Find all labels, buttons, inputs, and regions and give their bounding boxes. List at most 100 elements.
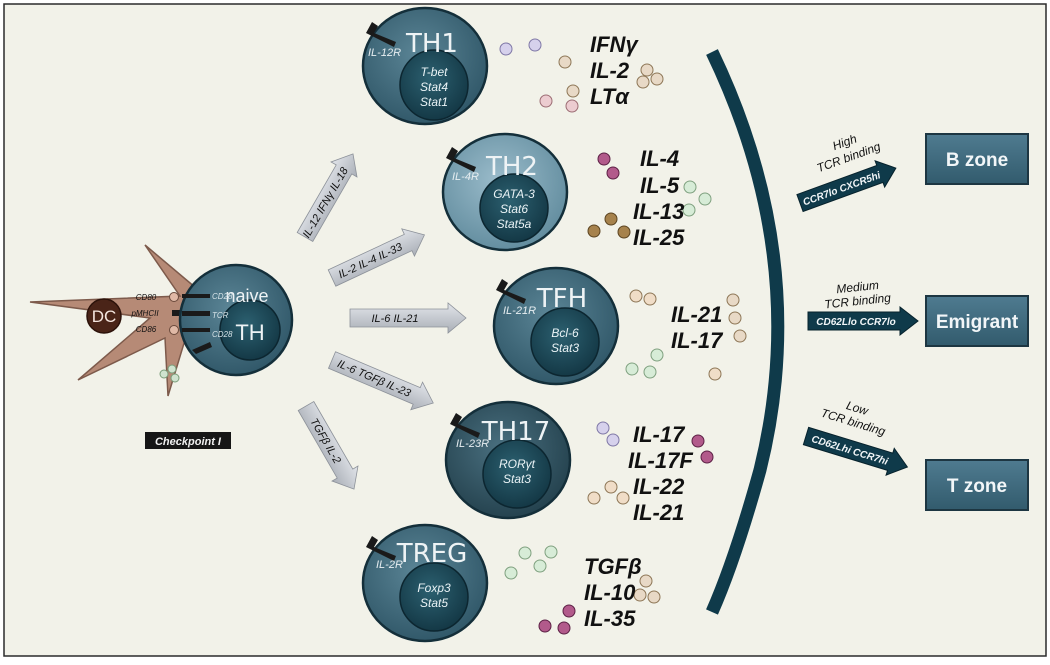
- th17-factor-2: Stat3: [503, 472, 531, 486]
- cell-th1: TH1 T-bet Stat4 Stat1 IL-12R: [361, 6, 489, 126]
- fate-t-arrow: [802, 426, 909, 476]
- cytokine-th2-3: IL-13: [633, 199, 684, 224]
- signal-arrow-shape: [349, 302, 467, 334]
- cytokines-th1: IFNγ IL-2 LTα: [590, 32, 639, 109]
- signal-label-tfh: IL-6 IL-21: [371, 313, 418, 325]
- cell-th2: TH2 GATA-3 Stat6 Stat5a IL-4R: [441, 132, 569, 252]
- fate-t-zone: Low TCR binding CD62Lhi CCR7hi T zone: [802, 398, 1029, 511]
- il2r-receptor-icon: [366, 536, 396, 561]
- signal-arrow-shape: [296, 153, 358, 243]
- dc-nucleus: [86, 298, 122, 334]
- il4r-receptor-icon: [446, 147, 476, 172]
- dc-cytokine-dot: [167, 364, 177, 374]
- zone-label-emigrant: Emigrant: [936, 312, 1019, 333]
- tcr-receptor: [182, 311, 210, 316]
- th17-factor-1: RORγt: [499, 457, 536, 471]
- th1-receptor: IL-12R: [368, 47, 401, 59]
- tfh-factor-2: Stat3: [551, 341, 579, 355]
- il21r-receptor-icon: [496, 279, 526, 304]
- th1-title: TH1: [405, 29, 458, 59]
- treg-receptor: IL-2R: [376, 559, 403, 571]
- cd28-receptor: [182, 294, 210, 298]
- cytokine-th1-3: LTα: [590, 84, 630, 109]
- treg-title: TREG: [396, 539, 468, 569]
- signal-arrow-shape: [327, 351, 434, 411]
- cd86-ligand: [169, 325, 179, 335]
- cytokine-th17-2: IL-17F: [628, 448, 693, 473]
- cytokines-th17: IL-17 IL-17F IL-22 IL-21: [628, 422, 693, 525]
- cytokine-th2-2: IL-5: [640, 173, 680, 198]
- cytokine-dots: [499, 38, 747, 635]
- dc-marker-pmhcii: pMHCII: [130, 309, 159, 318]
- dc-label: DC: [92, 307, 117, 326]
- treg-factor-2: Stat5: [420, 596, 448, 610]
- th2-receptor: IL-4R: [452, 171, 479, 183]
- naive-title-bottom: TH: [235, 320, 264, 345]
- cytokine-receptor-icon: [192, 342, 212, 354]
- th1-factor-1: T-bet: [421, 65, 449, 79]
- naive-receptor-cd28-bottom: CD28: [212, 330, 233, 339]
- naive-title-top: naive: [225, 286, 268, 306]
- checkpoint-label: Checkpoint I: [155, 436, 222, 448]
- zone-box-b: [925, 133, 1029, 185]
- th1-factor-2: Stat4: [420, 80, 448, 94]
- cytokine-treg-2: IL-10: [584, 580, 636, 605]
- cell-tfh: TFH Bcl-6 Stat3 IL-21R: [492, 266, 620, 386]
- fate-emigrant-arrow: [807, 305, 919, 337]
- cytokine-th1-1: IFNγ: [590, 32, 639, 57]
- signal-arrow-tfh: IL-6 IL-21: [349, 302, 467, 334]
- cytokines-tfh: IL-21 IL-17: [671, 302, 724, 353]
- th2-title: TH2: [485, 152, 538, 182]
- il12r-receptor-icon: [366, 22, 396, 47]
- cell-treg: TREG Foxp3 Stat5 IL-2R: [361, 523, 489, 643]
- zone-box-emigrant: [925, 295, 1029, 347]
- naive-receptors: [182, 294, 212, 354]
- fate-b-arrow: [796, 159, 897, 213]
- dc-marker-cd80: CD80: [136, 293, 157, 302]
- zone-box-t: [925, 459, 1029, 511]
- dendritic-cell: DC CD80 pMHCII CD86: [29, 244, 197, 397]
- naive-receptor-cd28-top: CD28: [212, 292, 233, 301]
- il23r-receptor-icon: [450, 413, 480, 438]
- dc-marker-cd86: CD86: [136, 325, 157, 334]
- signal-arrow-shape: [297, 400, 359, 490]
- fate-emigrant-binding-2: TCR binding: [824, 291, 892, 312]
- cytokine-th17-3: IL-22: [633, 474, 685, 499]
- cytokines-treg: TGFβ IL-10 IL-35: [584, 554, 642, 631]
- fate-emigrant-binding-1: Medium: [836, 278, 880, 296]
- naive-receptor-tcr: TCR: [212, 311, 229, 320]
- tfh-nucleus: [530, 307, 600, 377]
- cytokine-treg-1: TGFβ: [584, 554, 642, 579]
- cd28-receptor: [182, 328, 210, 332]
- pmhc-ligand: [172, 310, 180, 316]
- th2-factor-1: GATA-3: [493, 187, 535, 201]
- th2-factor-2: Stat6: [500, 202, 528, 216]
- cytokines-th2: IL-4 IL-5 IL-13 IL-25: [633, 146, 685, 250]
- th17-title: TH17: [481, 417, 551, 447]
- th1-factor-3: Stat1: [420, 95, 448, 109]
- cytokine-tfh-1: IL-21: [671, 302, 722, 327]
- cd80-ligand: [169, 292, 179, 302]
- cytokine-treg-3: IL-35: [584, 606, 636, 631]
- th17-nucleus: [482, 439, 552, 509]
- dc-cytokine-dot: [159, 369, 169, 379]
- signal-arrow-shape: [327, 228, 426, 287]
- fate-t-binding-1: Low: [845, 398, 871, 418]
- th1-nucleus: [399, 49, 469, 121]
- naive-cell-nucleus: [219, 299, 281, 361]
- cytokine-th1-2: IL-2: [590, 58, 630, 83]
- treg-nucleus: [399, 562, 469, 632]
- dc-cytokine-dot: [170, 373, 180, 383]
- zone-label-t: T zone: [947, 476, 1007, 497]
- cytokine-th2-4: IL-25: [633, 225, 685, 250]
- checkpoint-badge: [145, 432, 231, 449]
- fate-emigrant: Medium TCR binding CD62Llo CCR7lo Emigra…: [807, 278, 1029, 347]
- tfh-title: TFH: [536, 284, 587, 314]
- th2-nucleus: [479, 173, 549, 243]
- tfh-factor-1: Bcl-6: [551, 326, 579, 340]
- cytokine-th17-4: IL-21: [633, 500, 684, 525]
- th17-receptor: IL-23R: [456, 438, 489, 450]
- cell-th17: TH17 RORγt Stat3 IL-23R: [444, 400, 572, 520]
